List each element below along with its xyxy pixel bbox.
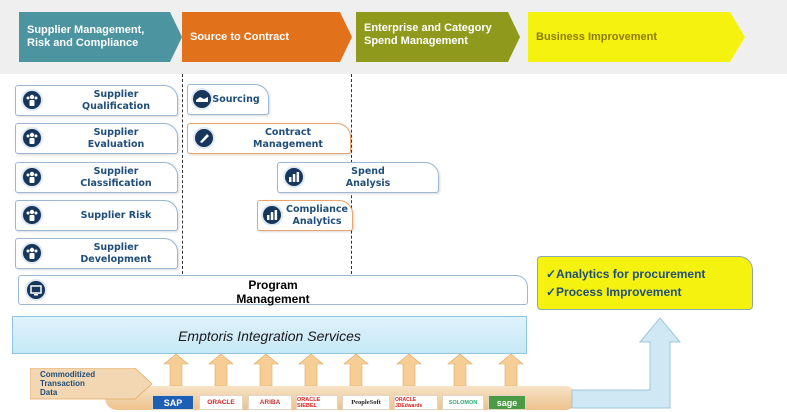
upward-arrows bbox=[163, 353, 524, 387]
arrow-1 bbox=[163, 353, 189, 387]
people-icon bbox=[21, 127, 43, 149]
arrow-7 bbox=[447, 353, 473, 387]
integration-services-bar[interactable]: Emptoris Integration Services bbox=[12, 316, 527, 354]
pen-icon bbox=[193, 127, 215, 149]
logo-sap: SAP bbox=[152, 395, 194, 410]
people-icon bbox=[21, 89, 43, 111]
logo-oracle: ORACLE bbox=[199, 395, 243, 410]
logo-oracle-jdedwards: ORACLE JDEdwards bbox=[394, 395, 438, 410]
divider-line-1 bbox=[182, 74, 183, 274]
logo-ariba: ARIBA bbox=[248, 395, 292, 410]
phase-4-shape bbox=[528, 12, 745, 62]
people-icon bbox=[21, 242, 43, 264]
handshake-icon bbox=[191, 88, 213, 110]
logo-solomon: SOLOMON bbox=[442, 395, 484, 410]
monitor-icon bbox=[25, 279, 47, 301]
arrow-4 bbox=[298, 353, 324, 387]
logo-peoplesoft: PeopleSoft bbox=[342, 395, 390, 410]
chart-icon bbox=[283, 166, 305, 188]
phase-1-shape bbox=[19, 12, 182, 62]
arrow-8 bbox=[498, 353, 524, 387]
result-analytics: ✓Analytics for procurement bbox=[546, 267, 706, 281]
phase-supplier-management: Supplier Management,Risk and Compliance bbox=[27, 24, 145, 49]
logo-sage: sage bbox=[488, 395, 526, 410]
phase-source-to-contract: Source to Contract bbox=[190, 30, 290, 43]
card-sourcing[interactable]: Sourcing bbox=[187, 84, 269, 115]
phase-2-shape bbox=[182, 12, 352, 62]
people-icon bbox=[21, 204, 43, 226]
card-supplier-risk[interactable]: Supplier Risk bbox=[15, 200, 178, 231]
results-arrow bbox=[571, 317, 682, 409]
arrow-3 bbox=[253, 353, 279, 387]
people-icon bbox=[21, 166, 43, 188]
chart-icon bbox=[261, 204, 283, 226]
arrow-2 bbox=[208, 353, 234, 387]
phase-3-shape bbox=[356, 12, 520, 62]
phase-chevrons bbox=[19, 12, 745, 62]
logo-oracle-siebel: ORACLE SIEBEL bbox=[296, 395, 338, 410]
result-process-improvement: ✓Process Improvement bbox=[546, 285, 682, 299]
phase-business-improvement: Business Improvement bbox=[536, 30, 658, 43]
arrow-5 bbox=[343, 353, 369, 387]
commoditized-arrow bbox=[30, 368, 153, 400]
results-box: ✓Analytics for procurement ✓Process Impr… bbox=[537, 256, 753, 310]
arrow-6 bbox=[396, 353, 422, 387]
